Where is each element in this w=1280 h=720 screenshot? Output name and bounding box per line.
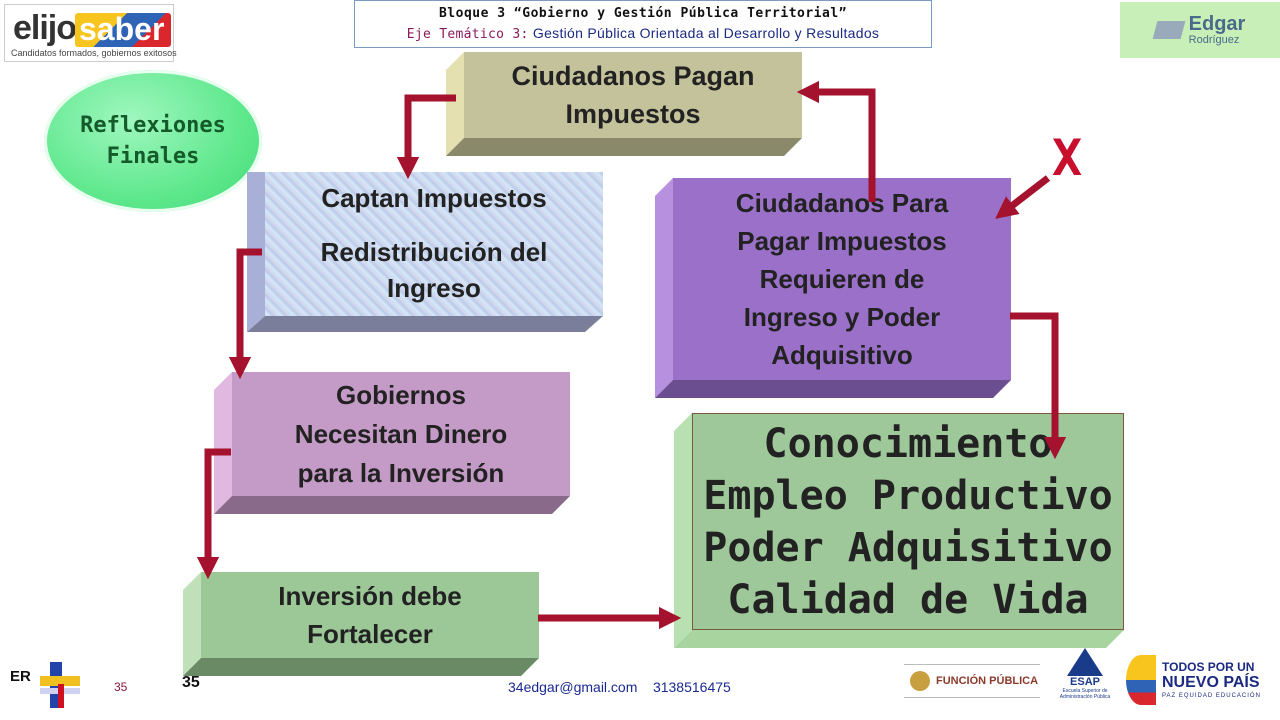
logo-name-last: Rodríguez — [1188, 34, 1240, 46]
box-side — [674, 413, 692, 648]
funcion-publica-logo: FUNCIÓN PÚBLICA — [904, 664, 1040, 698]
todos-text-3: PAZ EQUIDAD EDUCACIÓN — [1162, 692, 1261, 699]
footer-er-graphic — [40, 662, 90, 708]
esap-subtext: Escuela Superior de Administración Públi… — [1059, 688, 1111, 700]
logo-name-first: Edgar — [1188, 13, 1246, 35]
box-text-2: Pagar Impuestos — [737, 226, 947, 256]
logo-flag-shape — [75, 13, 171, 47]
box-text-2: Empleo Productivo — [703, 472, 1113, 519]
coat-of-arms-icon — [910, 671, 930, 691]
box-side — [214, 372, 232, 514]
page-number-small: 35 — [114, 680, 128, 694]
box-text-4: Ingreso y Poder — [743, 302, 941, 332]
logo-saber-text: saber — [79, 11, 165, 47]
footer-er-label: ER — [10, 668, 31, 685]
funcion-publica-text: FUNCIÓN PÚBLICA — [936, 675, 1039, 687]
header-subtitle-label: Eje Temático 3: — [406, 27, 529, 42]
box-text-1: Conocimiento — [763, 420, 1053, 467]
esap-text: ESAP — [1070, 676, 1100, 688]
box-side — [183, 572, 201, 676]
logo-tagline: Candidatos formados, gobiernos exitosos — [11, 48, 177, 58]
box-text-1: Ciudadanos Pagan — [511, 61, 755, 91]
reflexiones-finales-badge: Reflexiones Finales — [44, 70, 262, 212]
box-bottom — [214, 496, 570, 514]
box-text-2: Redistribución del — [320, 237, 548, 267]
header-box: Bloque 3 “Gobierno y Gestión Pública Ter… — [354, 0, 932, 48]
header-subtitle: Eje Temático 3: Gestión Pública Orientad… — [355, 25, 931, 42]
arrow-gobiernos-to-inversion — [196, 448, 231, 580]
box-text-3: Ingreso — [387, 273, 481, 303]
box-text-1: Captan Impuestos — [321, 183, 547, 213]
badge-line1: Reflexiones — [80, 113, 226, 138]
box-text-1: Ciudadanos Para — [735, 188, 949, 218]
box-bottom — [446, 138, 802, 156]
box-text-1: Inversión debe — [278, 581, 462, 611]
box-side — [446, 52, 464, 156]
box-bottom — [183, 658, 539, 676]
box-text-1: Gobiernos — [335, 379, 466, 410]
box-text-3: Requieren de — [759, 264, 925, 294]
box-text-2: Fortalecer — [307, 619, 433, 649]
arrow-pagan-to-captan — [396, 94, 456, 180]
arrow-requieren-to-pagan — [796, 80, 876, 202]
page-number: 35 — [182, 674, 200, 691]
esap-triangle-icon — [1067, 648, 1103, 676]
box-text-3: para la Inversión — [297, 457, 505, 488]
todos-text-2: NUEVO PAÍS — [1162, 673, 1260, 691]
elijo-saber-logo: elijo saber Candidatos formados, gobiern… — [4, 4, 177, 62]
todos-por-un-nuevo-pais-logo: TODOS POR UN NUEVO PAÍS PAZ EQUIDAD EDUC… — [1126, 652, 1276, 708]
box-text-3: Poder Adquisitivo — [703, 524, 1113, 571]
box-side — [655, 178, 673, 398]
todos-text-1: TODOS POR UN — [1162, 659, 1255, 674]
arrow-captan-to-gobiernos — [228, 248, 262, 380]
badge-line2: Finales — [106, 144, 200, 169]
esap-logo: ESAP Escuela Superior de Administración … — [1052, 648, 1118, 708]
x-mark: X — [1052, 129, 1083, 187]
box-text-2: Impuestos — [565, 99, 701, 129]
arrow-requieren-to-conocimiento — [1010, 312, 1067, 460]
flag-swoosh-icon — [1126, 655, 1156, 705]
header-title: Bloque 3 “Gobierno y Gestión Pública Ter… — [438, 6, 847, 21]
box-bottom — [247, 316, 603, 332]
logo-elijo-text: elijo — [13, 9, 77, 47]
header-subtitle-text: Gestión Pública Orientada al Desarrollo … — [528, 25, 880, 41]
box-bottom — [674, 630, 1124, 648]
box-text-5: Adquisitivo — [771, 340, 913, 370]
contact-info: 34edgar@gmail.com 3138516475 — [508, 679, 731, 695]
box-bottom — [655, 380, 1011, 398]
edgar-rodriguez-logo: Edgar Rodríguez — [1120, 2, 1280, 58]
box-text-2: Necesitan Dinero — [294, 418, 508, 449]
box-text-4: Calidad de Vida — [727, 576, 1089, 623]
arrow-x-to-requieren — [995, 175, 1051, 219]
